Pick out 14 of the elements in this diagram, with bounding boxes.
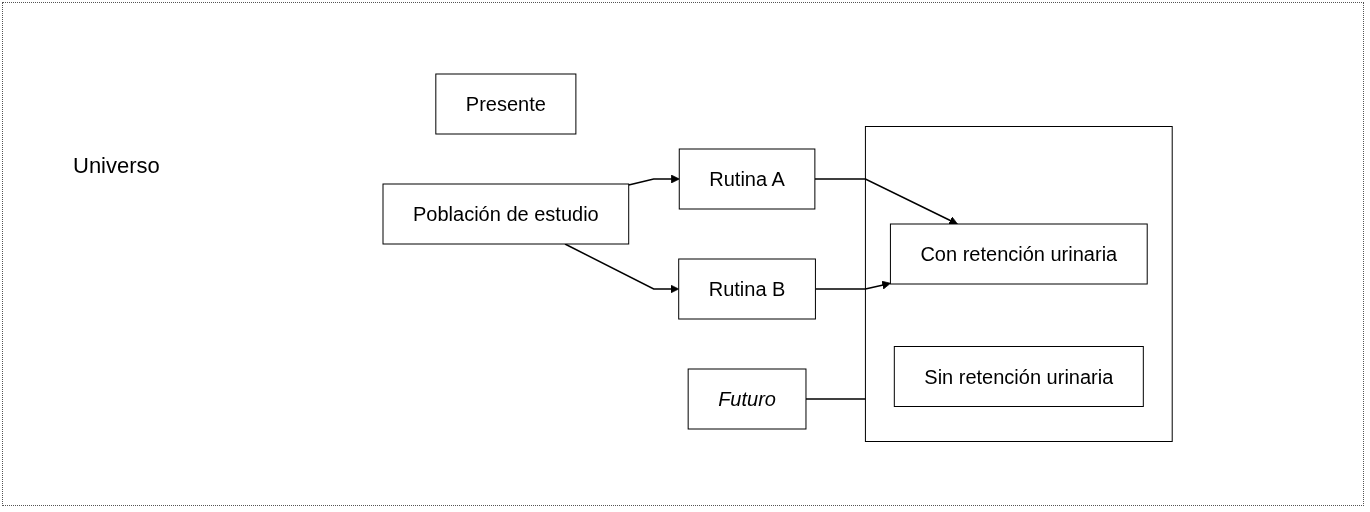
arrow	[564, 243, 680, 294]
node-box: Sin retención urinaria	[894, 346, 1145, 408]
node-box: Con retención urinaria	[890, 223, 1149, 285]
node-box: Rutina A	[679, 148, 816, 210]
node-box: Presente	[435, 73, 577, 135]
connector	[805, 398, 867, 400]
arrow	[815, 281, 892, 290]
arrow	[628, 174, 681, 186]
arrow	[814, 178, 959, 225]
node-box: Rutina B	[678, 258, 817, 320]
node-box: Población de estudio	[382, 183, 630, 245]
note-text: Universo	[73, 153, 160, 179]
cluster	[865, 126, 1174, 443]
node-box: Futuro	[688, 368, 807, 430]
